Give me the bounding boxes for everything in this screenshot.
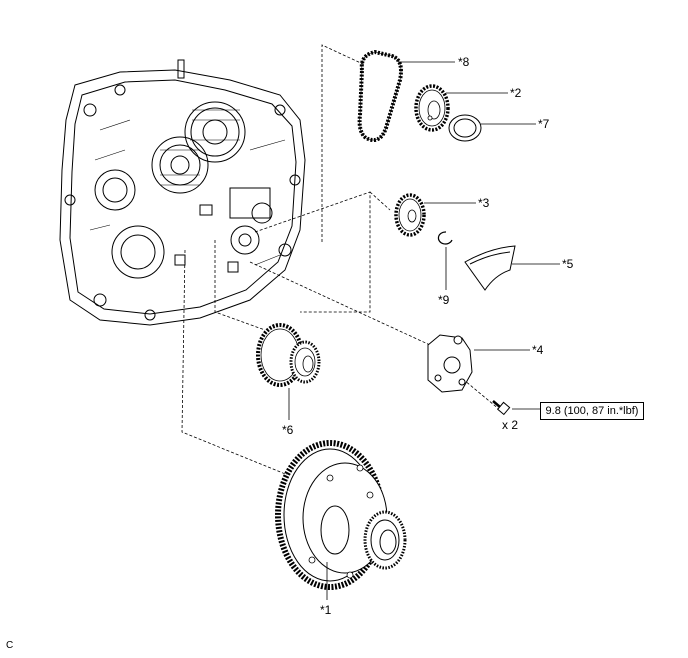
label-part-5: *5 bbox=[562, 257, 574, 271]
part-1-differential bbox=[275, 440, 407, 590]
label-part-2: *2 bbox=[510, 86, 522, 100]
part-7-seal-ring bbox=[448, 114, 482, 142]
torque-spec-box: 9.8 (100, 87 in.*lbf) bbox=[540, 402, 644, 420]
part-9-snap-ring bbox=[437, 231, 453, 245]
part-6-drive-pinion bbox=[256, 323, 321, 387]
part-2-driven-sprocket bbox=[414, 84, 450, 132]
bolt bbox=[492, 400, 511, 416]
transaxle-housing bbox=[59, 59, 306, 326]
part-3-drive-sprocket bbox=[394, 193, 426, 237]
part-8-chain bbox=[357, 49, 403, 142]
label-part-4: *4 bbox=[532, 343, 544, 357]
label-part-9: *9 bbox=[438, 293, 450, 307]
housing-shading bbox=[89, 109, 286, 266]
label-part-6: *6 bbox=[282, 423, 294, 437]
callout-lines bbox=[288, 61, 560, 600]
bolt-quantity: x 2 bbox=[502, 418, 519, 432]
label-part-3: *3 bbox=[478, 196, 490, 210]
label-part-8: *8 bbox=[458, 55, 470, 69]
part-4-pump-cover bbox=[427, 334, 473, 393]
part-5-baffle bbox=[464, 245, 516, 291]
dashed-leader-lines bbox=[181, 44, 501, 481]
label-part-1: *1 bbox=[320, 603, 332, 617]
corner-code: C bbox=[6, 640, 14, 651]
label-part-7: *7 bbox=[538, 117, 550, 131]
